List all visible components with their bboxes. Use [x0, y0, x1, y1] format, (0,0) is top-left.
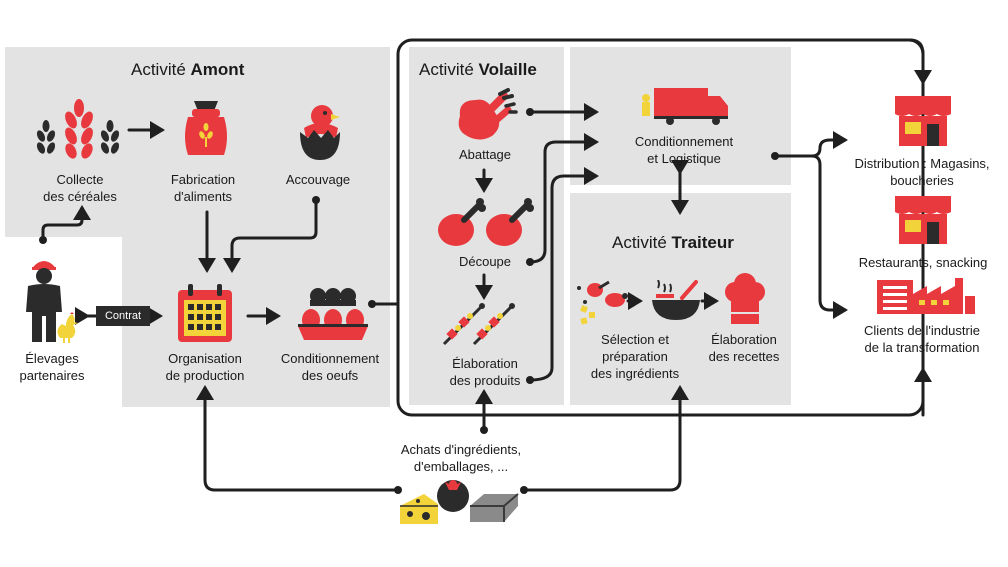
label-distribution: Distribution : Magasins, boucheries: [854, 155, 989, 189]
label-conditionnement-oeufs: Conditionnement des oeufs: [281, 350, 379, 384]
label-elevages: Élevages partenaires: [19, 350, 84, 384]
title-volaille-prefix: Activité: [419, 60, 479, 79]
label-organisation: Organisation de production: [166, 350, 245, 384]
restaurant-icon: [895, 196, 951, 244]
tomato-icon: [437, 480, 469, 512]
title-traiteur-bold: Traiteur: [671, 233, 734, 252]
title-amont-prefix: Activité: [131, 60, 191, 79]
label-organisation-line1: Organisation: [168, 351, 242, 366]
label-accouvage-line1: Accouvage: [285, 172, 351, 187]
title-traiteur-prefix: Activité: [612, 233, 672, 252]
wheat-icon: [36, 99, 120, 159]
roast-chicken-icon: [458, 88, 518, 140]
label-achats-line1: Achats d'ingrédients,: [400, 442, 522, 457]
label-collecte: Collecte des céréales: [43, 171, 117, 205]
calendar-icon: [178, 284, 232, 342]
label-achats: Achats d'ingrédients, d'emballages, ...: [401, 441, 521, 475]
title-volaille-bold: Volaille: [478, 60, 537, 79]
skewer-icon: [442, 303, 515, 346]
label-oeufs-line1: Conditionnement: [280, 351, 380, 366]
label-selection: Sélection et préparation des ingrédients: [591, 331, 679, 382]
factory-icon: [877, 278, 975, 314]
label-elaboration-produits: Élaboration des produits: [450, 355, 521, 389]
arrow-to-distribution: [773, 131, 848, 158]
delivery-truck-icon: [642, 88, 728, 125]
arrow-to-industrie: [810, 154, 848, 319]
label-logistique: Conditionnement et Logistique: [635, 133, 733, 167]
label-elevages-line2: partenaires: [19, 368, 85, 383]
farmer-icon: [26, 261, 62, 342]
bowl-icon: [652, 280, 700, 320]
label-elevages-line1: Élevages: [25, 351, 79, 366]
label-distribution-line2: boucheries: [890, 173, 954, 188]
label-fabrication-line1: Fabrication: [170, 172, 236, 187]
arrow-to-distribution-top: [908, 38, 932, 85]
label-selection-line3: des ingrédients: [590, 366, 680, 381]
label-decoupe-line1: Découpe: [458, 254, 512, 269]
title-volaille: Activité Volaille: [419, 60, 537, 80]
label-elaboration-produits-line1: Élaboration: [452, 356, 518, 371]
label-recettes-line1: Élaboration: [711, 332, 777, 347]
arrow-achats-traiteur: [522, 385, 689, 492]
egg-box-icon: [298, 288, 368, 340]
title-amont-bold: Amont: [190, 60, 245, 79]
label-logistique-line1: Conditionnement: [634, 134, 734, 149]
label-selection-line2: préparation: [602, 349, 668, 364]
label-abattage: Abattage: [459, 146, 511, 163]
label-abattage-line1: Abattage: [458, 147, 512, 162]
hen-icon: [57, 312, 78, 343]
feed-sack-icon: [185, 101, 227, 155]
label-fabrication-line2: d'aliments: [173, 189, 233, 204]
label-industrie: Clients de l'industrie de la transformat…: [864, 322, 980, 356]
arrow-accouvage-organisation: [223, 198, 318, 273]
label-distribution-line1: Distribution : Magasins,: [854, 156, 990, 171]
label-logistique-line2: et Logistique: [647, 151, 721, 166]
arrow-elevages-collecte: [41, 205, 91, 242]
label-selection-line1: Sélection et: [601, 332, 669, 347]
label-industrie-line2: de la transformation: [864, 340, 980, 355]
arrow-achats-organisation: [196, 385, 400, 492]
label-accouvage: Accouvage: [286, 171, 350, 188]
label-collecte-line1: Collecte: [56, 172, 104, 187]
label-oeufs-line2: des oeufs: [301, 368, 359, 383]
label-recettes-line2: des recettes: [708, 349, 780, 364]
title-amont: Activité Amont: [131, 60, 244, 80]
label-decoupe: Découpe: [459, 253, 511, 270]
cheese-icon: [400, 494, 438, 524]
label-restaurants-line1: Restaurants, snacking: [858, 255, 988, 270]
arrow-elaboration-logistique: [528, 167, 599, 382]
title-traiteur: Activité Traiteur: [612, 233, 734, 253]
chef-hat-icon: [725, 273, 765, 324]
arrow-decoupe-logistique: [528, 133, 599, 264]
ingredients-icon: [577, 280, 628, 325]
packaging-icon: [470, 493, 519, 522]
label-elaboration-recettes: Élaboration des recettes: [709, 331, 780, 365]
label-achats-line2: d'emballages, ...: [413, 459, 509, 474]
label-industrie-line1: Clients de l'industrie: [864, 323, 980, 338]
contract-badge: Contrat: [96, 306, 150, 326]
label-collecte-line2: des céréales: [43, 189, 117, 204]
shop-icon: [895, 96, 951, 146]
label-organisation-line2: de production: [165, 368, 245, 383]
label-elaboration-produits-line2: des produits: [449, 373, 521, 388]
hatching-chick-icon: [300, 105, 340, 160]
label-restaurants: Restaurants, snacking: [859, 254, 988, 271]
label-fabrication: Fabrication d'aliments: [171, 171, 235, 205]
drumstick-icon: [438, 198, 534, 246]
